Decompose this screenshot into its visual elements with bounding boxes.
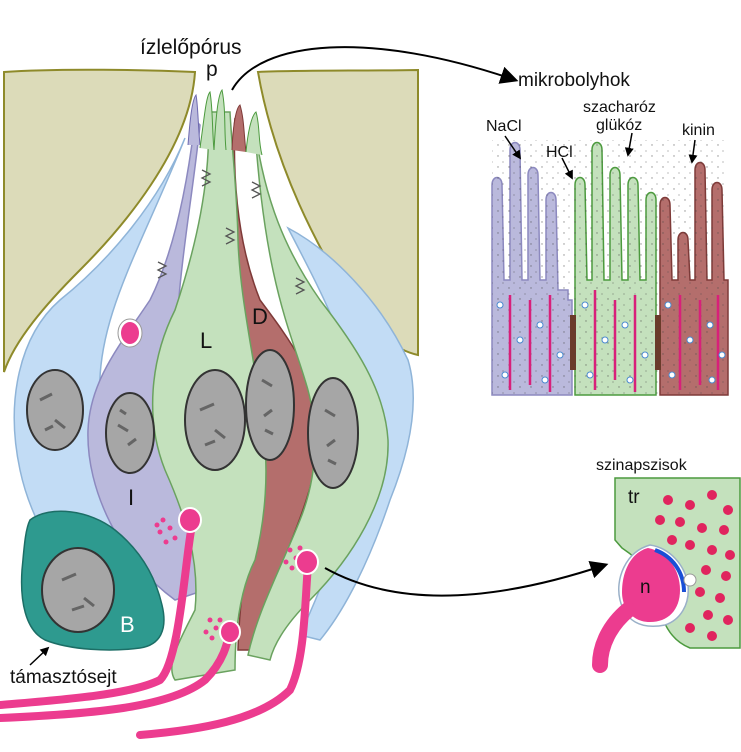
nerve-endings (178, 507, 319, 644)
label-quinine: kinin (682, 122, 715, 139)
label-synapses: szinapszisok (596, 457, 688, 474)
label-hcl: HCl (546, 144, 573, 161)
label-cell-D: D (252, 304, 268, 329)
label-microvilli: mikrobolyhok (518, 70, 630, 91)
tight-junctions (156, 169, 306, 295)
epithelium-left (3, 68, 197, 373)
label-synapse-n: n (640, 577, 651, 598)
label-pore-letter: p (206, 58, 218, 81)
arrow-to-synapses (324, 561, 609, 597)
microvilli-inset (491, 132, 729, 396)
label-nacl: NaCl (486, 118, 522, 135)
label-sucrose: szacharóz (583, 99, 656, 116)
label-glucose: glükóz (596, 117, 642, 134)
nerve-fibers (0, 521, 312, 739)
arrow-to-microvilli (231, 46, 519, 91)
synapse-inset (592, 477, 741, 673)
label-cell-B: B (120, 612, 135, 637)
pore-microvilli (187, 88, 263, 156)
label-taste-pore: ízlelőpórus (140, 36, 242, 59)
label-cell-I: I (128, 485, 134, 510)
label-cell-L: L (200, 328, 212, 353)
label-supporting-cell: támasztósejt (10, 667, 117, 688)
arrow-to-supporting-cell (29, 646, 50, 666)
label-synapse-tr: tr (628, 487, 640, 508)
